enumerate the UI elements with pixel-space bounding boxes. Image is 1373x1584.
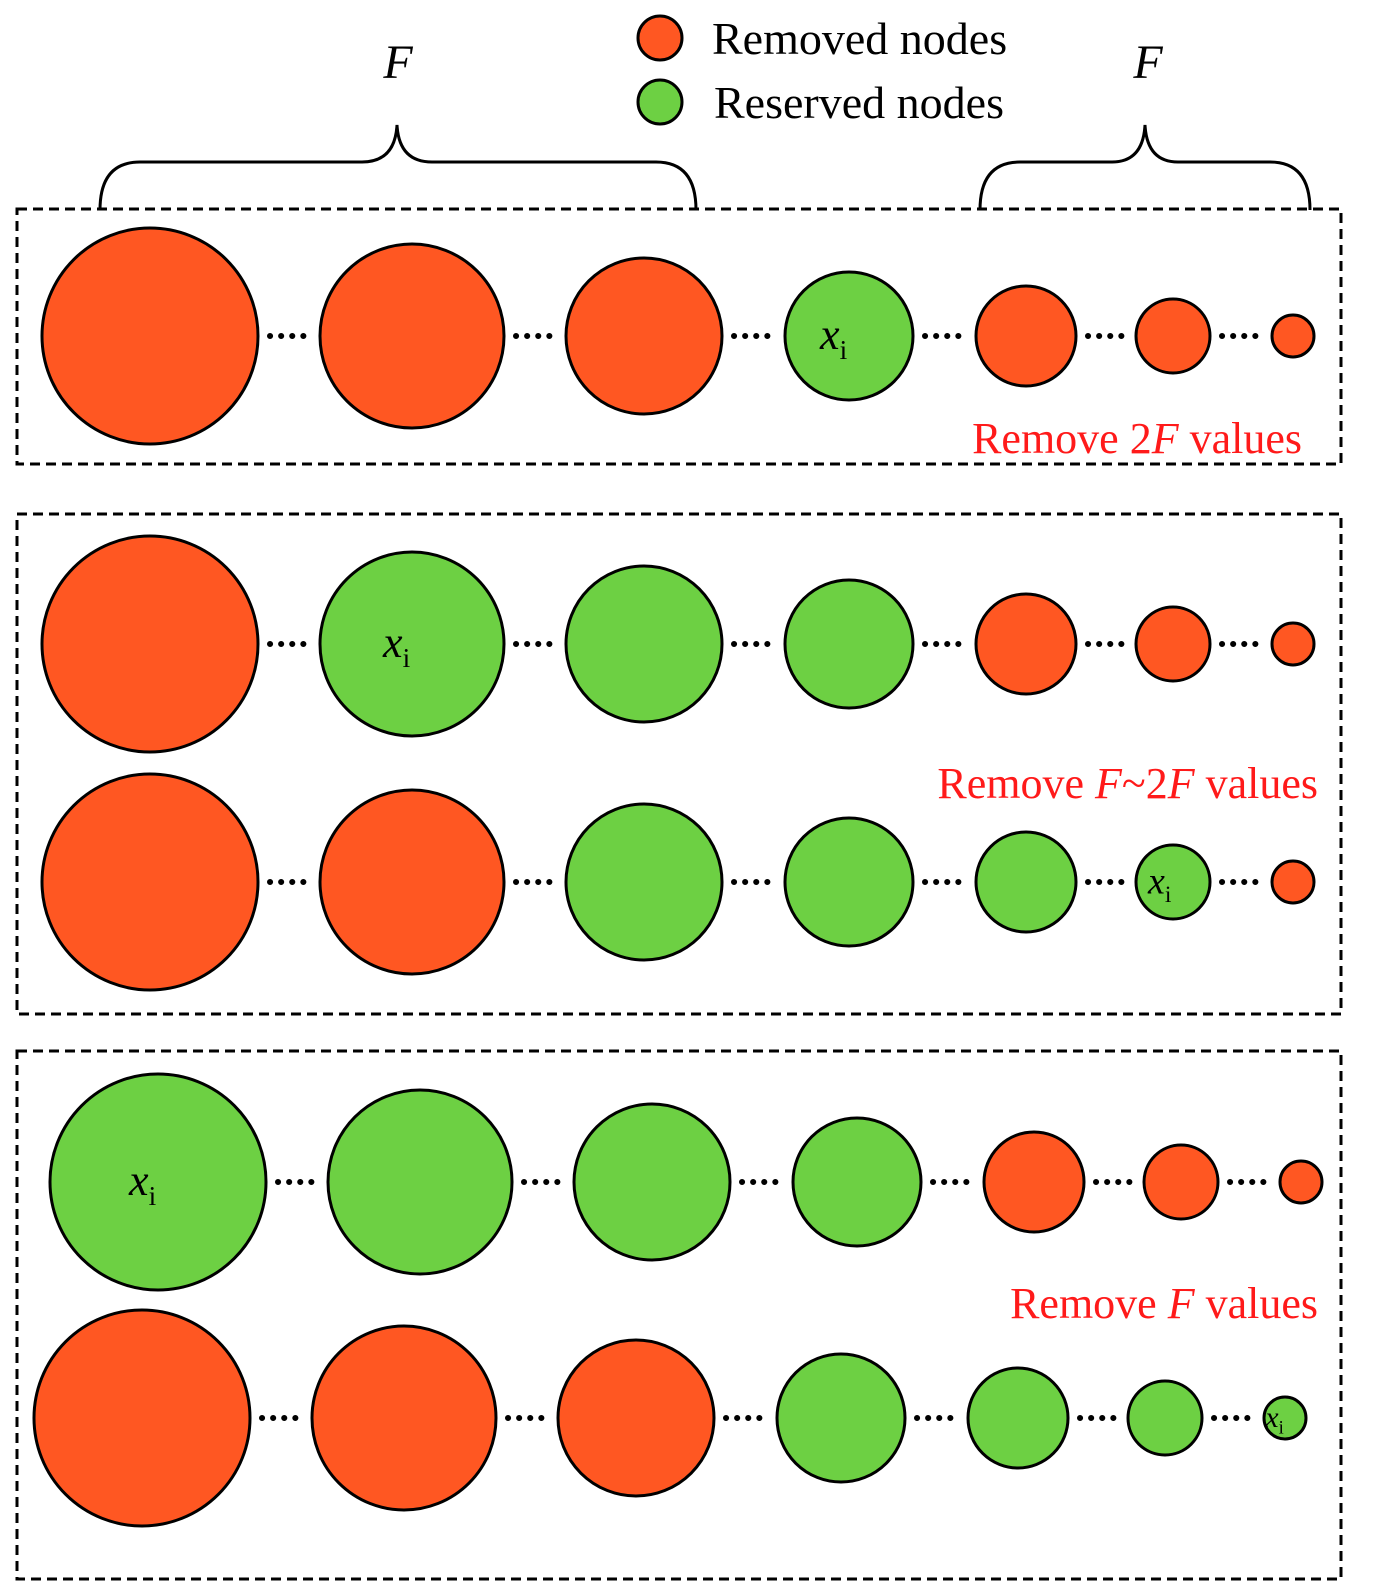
legend-reserved-label: Reserved nodes — [714, 77, 1004, 128]
panel-3-caption: Remove F values — [1010, 1279, 1318, 1328]
removed-node — [40, 534, 260, 754]
panel-1-frame — [15, 207, 1343, 466]
reserved-node — [564, 564, 724, 724]
caption-text: Remove — [937, 759, 1095, 808]
panel-2-row-1: xi — [40, 534, 1316, 754]
removed-node — [318, 242, 506, 430]
reserved-node — [791, 1116, 923, 1248]
removed-node — [310, 1324, 498, 1512]
reserved-node — [572, 1102, 732, 1262]
caption-variable: F — [1094, 759, 1123, 808]
legend-removed-label: Removed nodes — [712, 13, 1007, 64]
reserved-node — [1262, 1395, 1308, 1441]
xi-node-label: xi — [382, 618, 411, 673]
removed-node — [1134, 605, 1212, 683]
panel-3-frame — [15, 1049, 1343, 1581]
caption-variable: F — [1151, 414, 1180, 463]
reserved-node — [783, 270, 915, 402]
caption-text: values — [1195, 759, 1318, 808]
removed-node — [318, 788, 506, 976]
reserved-node — [775, 1352, 907, 1484]
panel-2: xi xi Remove F~2F values — [15, 512, 1343, 1016]
left-brace — [98, 124, 698, 211]
panel-1-caption: Remove 2F values — [972, 414, 1302, 463]
caption-text: Remove 2 — [972, 414, 1152, 463]
removed-node — [974, 592, 1078, 696]
removed-node — [1134, 297, 1212, 375]
removed-node — [1270, 313, 1316, 359]
reserved-node — [48, 1072, 268, 1292]
legend-removed-swatch — [636, 14, 684, 62]
reserved-node — [326, 1088, 514, 1276]
panel-1-row-1: xi — [40, 226, 1316, 446]
panel-2-caption: Remove F~2F values — [937, 759, 1318, 808]
removed-node — [982, 1130, 1086, 1234]
xi-node-label: xi — [819, 310, 848, 365]
reserved-node — [1126, 1379, 1204, 1457]
left-brace-label: F — [382, 36, 413, 89]
caption-variable: F — [1167, 759, 1196, 808]
reserved-node — [783, 816, 915, 948]
xi-node-label: xi — [128, 1156, 157, 1211]
removed-node — [1142, 1143, 1220, 1221]
reserved-node — [783, 578, 915, 710]
caption-text: Remove — [1010, 1279, 1168, 1328]
caption-variable: F — [1167, 1279, 1196, 1328]
removed-node — [1270, 621, 1316, 667]
legend-reserved-swatch — [636, 78, 684, 126]
panel-2-frame — [15, 512, 1343, 1016]
reserved-node — [966, 1366, 1070, 1470]
panel-3-row-1: xi — [48, 1072, 1324, 1292]
removed-node — [1270, 859, 1316, 905]
panel-3: xi xi Remove F values — [15, 1049, 1343, 1581]
removed-node — [40, 226, 260, 446]
reserved-node — [1134, 843, 1212, 921]
caption-text: values — [1195, 1279, 1318, 1328]
panel-2-row-2: xi — [40, 772, 1316, 992]
legend: Removed nodes Reserved nodes — [636, 13, 1007, 128]
reserved-node — [974, 830, 1078, 934]
removed-node — [564, 256, 724, 416]
removed-node — [40, 772, 260, 992]
panel-3-row-2: xi — [32, 1308, 1308, 1528]
caption-text: values — [1179, 414, 1302, 463]
reserved-node — [318, 550, 506, 738]
removed-node — [32, 1308, 252, 1528]
braces: F F — [98, 36, 1312, 211]
panel-1: xi Remove 2F values — [15, 207, 1343, 466]
xi-node-label: xi — [1264, 1401, 1284, 1439]
right-brace-label: F — [1132, 36, 1163, 89]
xi-node-label: xi — [1147, 860, 1172, 907]
right-brace — [978, 124, 1312, 211]
removed-node — [974, 284, 1078, 388]
removed-node — [556, 1338, 716, 1498]
caption-text: ~2 — [1122, 759, 1168, 808]
removed-node — [1278, 1159, 1324, 1205]
reserved-node — [564, 802, 724, 962]
